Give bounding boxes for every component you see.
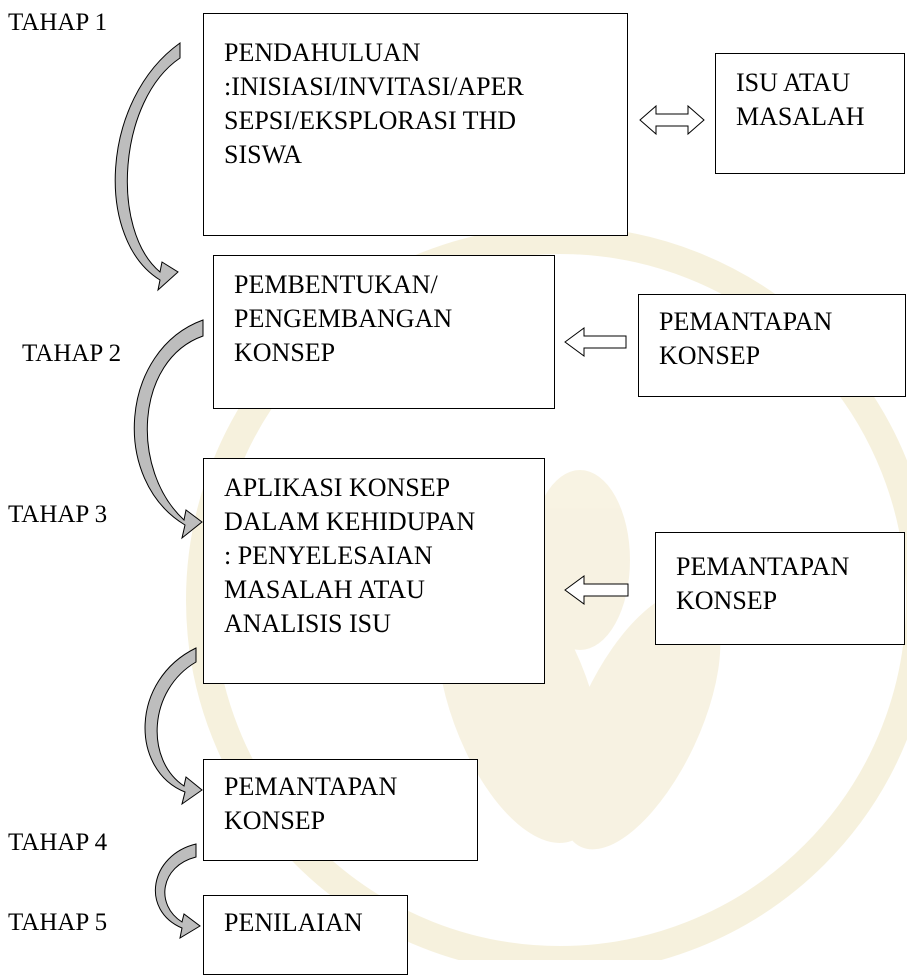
box-line: KONSEP xyxy=(659,341,761,370)
stage-label-3: TAHAP 3 xyxy=(8,501,108,528)
box-line: PENGEMBANGAN xyxy=(234,304,453,333)
box-line: PENDAHULUAN xyxy=(224,38,421,67)
stage-label-1: TAHAP 1 xyxy=(8,9,108,36)
double-arrow-icon xyxy=(639,104,705,136)
box-line: ANALISIS ISU xyxy=(224,609,391,638)
box-line: PENILAIAN xyxy=(224,908,363,937)
box-line: PEMBENTUKAN/ xyxy=(234,270,438,299)
box-line: KONSEP xyxy=(234,338,336,367)
box-isu-atau-masalah: ISU ATAU MASALAH xyxy=(715,53,905,174)
curved-arrow-3-icon xyxy=(144,647,203,806)
box-line: DALAM KEHIDUPAN xyxy=(224,507,476,536)
box-line: :INISIASI/INVITASI/APER xyxy=(224,72,524,101)
box-line: PEMANTAPAN xyxy=(676,552,850,581)
curved-arrow-2-icon xyxy=(133,319,204,540)
stage-label-4: TAHAP 4 xyxy=(8,829,108,856)
box-aplikasi-konsep: APLIKASI KONSEP DALAM KEHIDUPAN : PENYEL… xyxy=(203,458,545,684)
box-pendahuluan: PENDAHULUAN :INISIASI/INVITASI/APER SEPS… xyxy=(203,13,628,236)
curved-arrow-1-icon xyxy=(114,42,181,292)
left-arrow-2-icon xyxy=(564,575,629,605)
box-pemantapan-konsep-1: PEMANTAPAN KONSEP xyxy=(638,294,906,397)
box-line: SEPSI/EKSPLORASI THD xyxy=(224,106,517,135)
box-pemantapan-konsep-3: PEMANTAPAN KONSEP xyxy=(203,759,478,861)
box-line: SISWA xyxy=(224,140,303,169)
box-line: KONSEP xyxy=(676,586,778,615)
curved-arrow-4-icon xyxy=(155,843,201,940)
box-line: MASALAH xyxy=(736,102,865,131)
box-line: PEMANTAPAN xyxy=(659,307,833,336)
stage-label-2: TAHAP 2 xyxy=(22,340,122,367)
box-pembentukan: PEMBENTUKAN/ PENGEMBANGAN KONSEP xyxy=(213,255,555,409)
box-pemantapan-konsep-2: PEMANTAPAN KONSEP xyxy=(655,532,905,645)
stage-label-5: TAHAP 5 xyxy=(8,909,108,936)
box-line: ISU ATAU xyxy=(736,68,851,97)
box-line: PEMANTAPAN xyxy=(224,772,398,801)
box-line: : PENYELESAIAN xyxy=(224,541,433,570)
box-line: KONSEP xyxy=(224,806,326,835)
box-line: MASALAH ATAU xyxy=(224,575,425,604)
left-arrow-1-icon xyxy=(564,327,627,357)
box-line: APLIKASI KONSEP xyxy=(224,473,451,502)
